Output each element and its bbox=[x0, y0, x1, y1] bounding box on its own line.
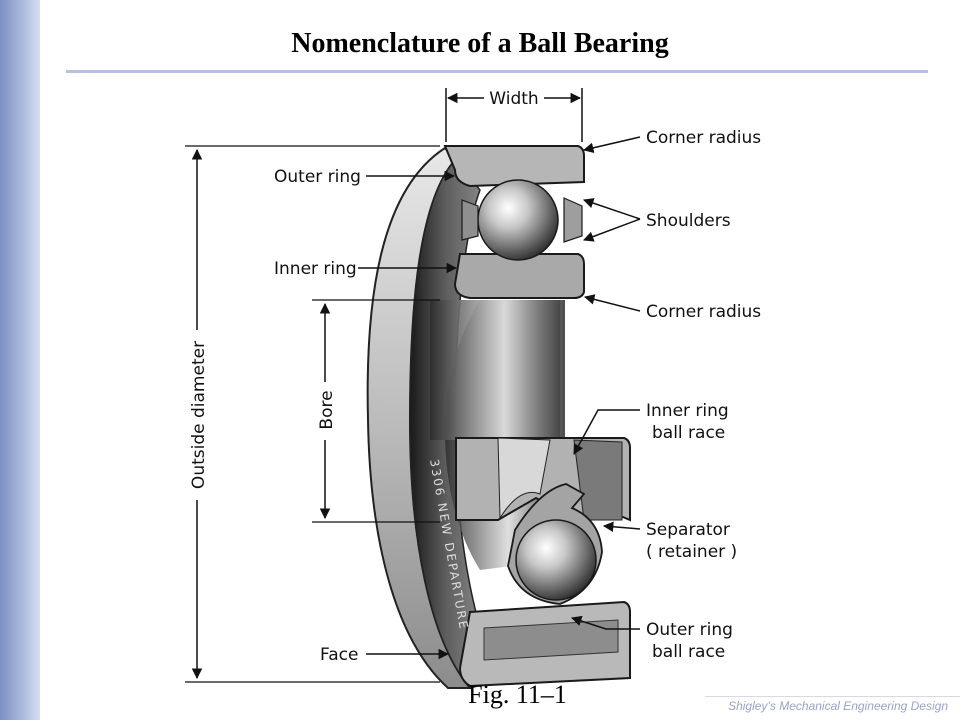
label-inner-ring-ball-race-line1: Inner ring bbox=[646, 401, 729, 421]
label-outer-ring-ball-race-line2: ball race bbox=[652, 642, 725, 662]
bearing-illustration: 3306 NEW DEPARTURE bbox=[366, 145, 631, 689]
label-inner-ring-ball-race-line2: ball race bbox=[652, 423, 725, 443]
inner-ring-ball-race-leader bbox=[573, 409, 640, 455]
footer-rule bbox=[705, 696, 960, 697]
footer-source: Shigley’s Mechanical Engineering Design bbox=[728, 699, 948, 713]
separator-leader bbox=[602, 521, 641, 533]
title-underline bbox=[66, 70, 928, 73]
label-separator-line2: ( retainer ) bbox=[646, 542, 737, 562]
label-outer-ring: Outer ring bbox=[274, 167, 361, 187]
label-outside-diameter: Outside diameter bbox=[189, 341, 209, 489]
label-corner-radius-top: Corner radius bbox=[646, 128, 761, 148]
shoulders-leader-upper bbox=[583, 198, 641, 220]
label-shoulders: Shoulders bbox=[646, 211, 731, 231]
label-corner-radius-mid: Corner radius bbox=[646, 302, 761, 322]
label-inner-ring: Inner ring bbox=[274, 259, 357, 279]
label-outer-ring-ball-race-line1: Outer ring bbox=[646, 620, 733, 640]
figure-caption: Fig. 11–1 bbox=[468, 680, 567, 709]
outer-ring-ball-race-leader bbox=[571, 615, 640, 630]
corner-radius-mid-leader bbox=[583, 294, 641, 312]
corner-radius-top-leader bbox=[582, 136, 641, 153]
label-width: Width bbox=[489, 89, 538, 109]
slide-title: Nomenclature of a Ball Bearing bbox=[291, 28, 669, 59]
label-face: Face bbox=[320, 645, 358, 665]
label-bore: Bore bbox=[317, 390, 337, 429]
label-separator-line1: Separator bbox=[646, 520, 730, 540]
slide-side-bar bbox=[0, 0, 40, 720]
shoulders-leader-lower bbox=[583, 218, 641, 242]
